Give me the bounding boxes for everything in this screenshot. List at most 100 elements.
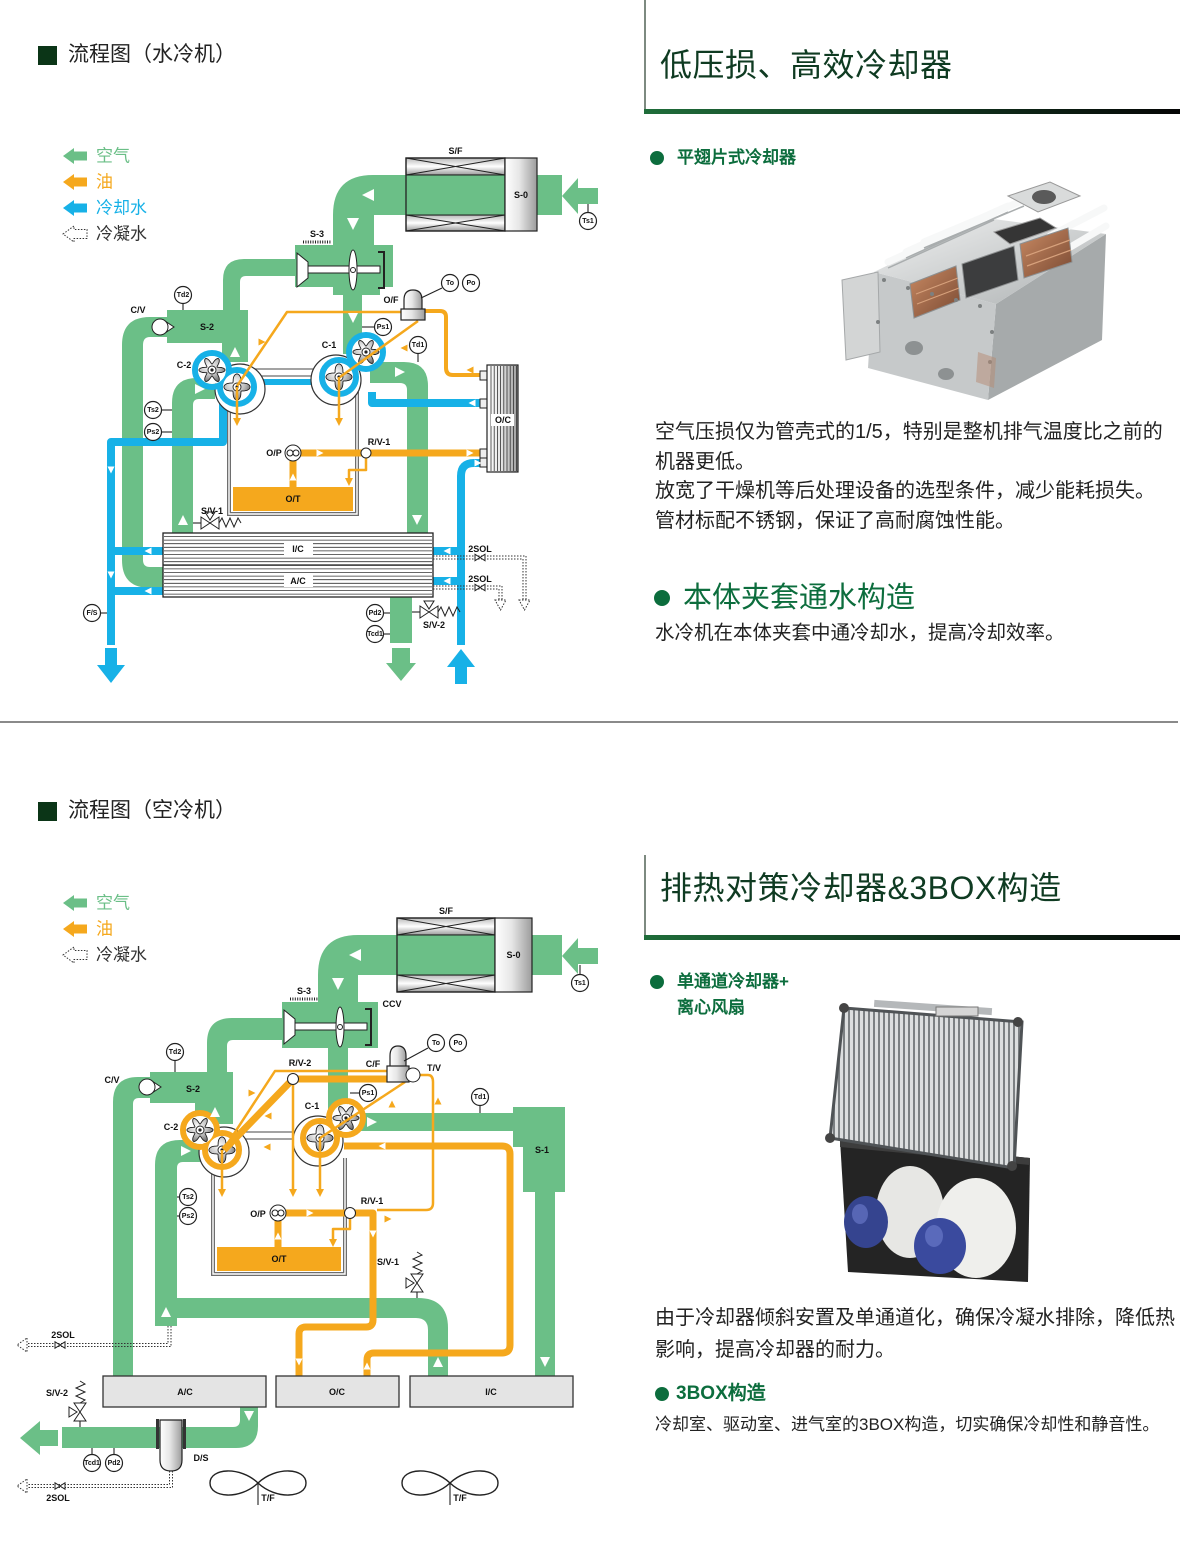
fan-label: T/F bbox=[453, 1493, 467, 1503]
filter-cross-line bbox=[405, 214, 506, 232]
oil-filter bbox=[400, 289, 426, 321]
silencer-s0-label: S-0 bbox=[514, 190, 528, 200]
low-loss-description: 空气压损仅为管壳式的1/5，特别是整机排气温度比之前的机器更低。 放宽了干燥机等… bbox=[655, 418, 1175, 537]
valve-actuator bbox=[405, 1277, 415, 1289]
bolt bbox=[978, 304, 982, 308]
sensor-label: Td2 bbox=[177, 292, 190, 299]
feature-heading: 低压损、高效冷却器 bbox=[660, 47, 953, 83]
sensor-circle bbox=[358, 1083, 378, 1103]
section-divider bbox=[0, 721, 1178, 723]
sensor-label: Ts2 bbox=[182, 1194, 194, 1201]
copper-reflection bbox=[976, 352, 996, 388]
drain-line bbox=[433, 585, 503, 601]
oil-line-cf-to-c1 bbox=[319, 1080, 406, 1140]
valve-actuator bbox=[204, 511, 216, 521]
oil-filter-label: O/F bbox=[384, 295, 400, 305]
oil-arrow-icon bbox=[263, 1143, 271, 1151]
air-inlet-arrow-icon bbox=[562, 178, 598, 214]
radiator-bracket bbox=[839, 1003, 849, 1013]
subheading-text: 本体夹套通水构造 bbox=[683, 582, 916, 614]
inlet-box bbox=[841, 271, 881, 361]
flow-direction-arrow-icon bbox=[466, 449, 474, 457]
air-inlet-arrow-icon bbox=[562, 938, 598, 974]
condensate-drain-ic bbox=[433, 555, 531, 612]
rotor-shaft bbox=[364, 350, 368, 354]
water-line-oc-to-c1 bbox=[368, 392, 487, 407]
sensor-ts2: Ts2 bbox=[143, 400, 172, 420]
silencer-s1-label: S-1 bbox=[535, 1145, 549, 1155]
flow-direction-arrow-icon bbox=[306, 1209, 314, 1217]
filter-cross-line bbox=[405, 157, 506, 176]
filter-cross-line bbox=[396, 974, 496, 993]
water-outlet-arrow-icon bbox=[97, 648, 125, 683]
water-supply-line bbox=[457, 459, 487, 645]
flow-direction-arrow-icon bbox=[349, 949, 361, 961]
compressor-c2-label: C-2 bbox=[177, 360, 192, 370]
check-valve-ball bbox=[138, 1078, 156, 1096]
filter-cross-line bbox=[396, 917, 496, 936]
silencer-s2-label: S-2 bbox=[186, 1084, 200, 1094]
sensor-circle bbox=[470, 1087, 490, 1107]
drain-line bbox=[20, 1326, 172, 1347]
flow-direction-arrow-icon bbox=[178, 515, 188, 525]
sensor-circle bbox=[365, 624, 385, 644]
bolt bbox=[954, 298, 958, 302]
solenoid-valve-bottom-label: 2SOL bbox=[46, 1493, 70, 1503]
valve-half bbox=[474, 553, 481, 562]
sensor-pd2: Pd2 bbox=[104, 1448, 124, 1473]
sensor-circle bbox=[104, 1453, 124, 1473]
flow-direction-arrow-icon bbox=[468, 399, 476, 407]
paragraph: 放宽了干燥机等后处理设备的选型条件，减少能耗损失。 bbox=[655, 480, 1155, 503]
oil-arrow-icon bbox=[329, 1239, 337, 1247]
oil-line-op-to-oc bbox=[286, 1209, 377, 1376]
sensor-ts1: Ts1 bbox=[570, 965, 590, 993]
heat-countermeasure-description: 由于冷却器倾斜安置及单通道化，确保冷凝水排除，降低热影响，提高冷却器的耐力。 bbox=[655, 1307, 1175, 1361]
sensor-circle bbox=[143, 400, 163, 420]
flow-direction-arrow-icon bbox=[144, 587, 152, 595]
flow-direction-arrow-icon bbox=[378, 1142, 386, 1150]
silencer-s3-label: S-3 bbox=[310, 229, 324, 239]
flow-switch: F/S bbox=[82, 603, 107, 623]
oil-line-oc-to-c1 bbox=[344, 1142, 514, 1376]
check-valve bbox=[151, 318, 175, 336]
compressor-c1-label: C-1 bbox=[322, 340, 337, 350]
sensor-pd2: Pd2 bbox=[365, 603, 390, 623]
oil-tank-label: O/T bbox=[272, 1254, 288, 1264]
sensor-label: To bbox=[432, 1040, 440, 1047]
sensor-label: Ps2 bbox=[182, 1213, 195, 1220]
sensor-circle bbox=[178, 1206, 198, 1226]
oil-arrow-icon bbox=[388, 1100, 396, 1108]
legend-item-oil: 油 bbox=[63, 920, 113, 939]
sensor-label: Ts1 bbox=[574, 980, 586, 987]
oil-tank: O/T bbox=[227, 392, 359, 516]
flow-direction-arrow-icon bbox=[107, 466, 115, 474]
subheading-line: 离心风扇 bbox=[677, 998, 745, 1017]
sensor-circle bbox=[461, 273, 481, 293]
air-outlet-arrow-icon bbox=[386, 648, 416, 681]
drain-line bbox=[20, 1471, 170, 1485]
radiator-core bbox=[828, 1006, 1024, 1170]
oil-arrow-icon bbox=[264, 1112, 272, 1120]
silencer-s0 bbox=[494, 917, 533, 993]
oil-line-of-to-oc bbox=[424, 309, 481, 377]
legend-label: 冷凝水 bbox=[96, 946, 147, 965]
relief-valve-1 bbox=[344, 1207, 356, 1219]
oil-arrow-icon bbox=[218, 1189, 226, 1197]
cond-arrow-icon bbox=[62, 225, 88, 243]
flow-direction-arrow-icon bbox=[244, 1411, 254, 1421]
3box-description: 冷却室、驱动室、进气室的3BOX构造，切实确保冷却性和静音性。 bbox=[655, 1415, 1160, 1434]
oil-line-of-to-c1 bbox=[339, 319, 419, 379]
flow-direction-arrow-icon bbox=[367, 1117, 377, 1127]
flow-direction-arrow-icon bbox=[144, 547, 152, 555]
legend-item-cond: 冷凝水 bbox=[62, 225, 147, 244]
flow-direction-arrow-icon bbox=[395, 367, 405, 377]
outlet-pipe bbox=[390, 597, 412, 643]
feature-header-low-pressure-loss: 低压损、高效冷却器 bbox=[644, 0, 1180, 114]
relief-valve-1-label: R/V-1 bbox=[368, 437, 391, 447]
intercooler-label: I/C bbox=[292, 544, 304, 554]
damper-cone bbox=[283, 1008, 296, 1046]
cooler-filter-label: C/F bbox=[366, 1059, 381, 1069]
oil-arrow-icon bbox=[335, 418, 343, 426]
